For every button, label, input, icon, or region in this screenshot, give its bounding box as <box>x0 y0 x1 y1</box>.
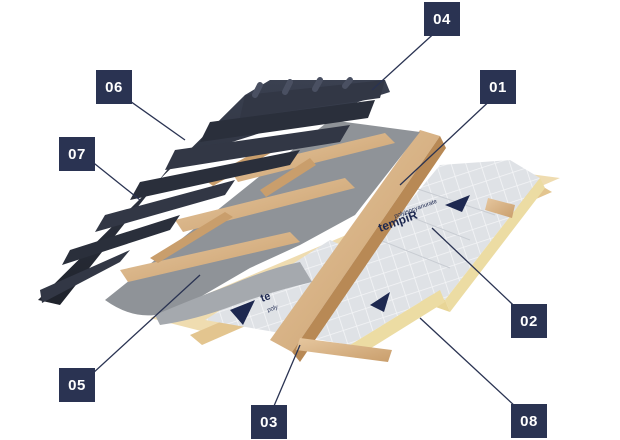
board-arrows <box>230 195 470 325</box>
callout-03: 03 <box>251 405 287 439</box>
callout-08: 08 <box>511 404 547 438</box>
board-brand-lower: te <box>259 290 272 305</box>
callout-label: 03 <box>260 413 278 431</box>
callout-06: 06 <box>96 70 132 104</box>
roof-tiles <box>38 77 390 305</box>
callout-05: 05 <box>59 368 95 402</box>
callout-07: 07 <box>59 137 95 171</box>
callout-label: 07 <box>68 145 86 163</box>
insulation-board-upper-edge <box>445 178 545 312</box>
counter-batten-bottom <box>296 198 515 362</box>
callout-label: 01 <box>489 78 507 96</box>
callout-01: 01 <box>480 70 516 104</box>
board-brand-lower-sub: poly <box>267 304 279 313</box>
leader-lines <box>79 27 531 421</box>
insulation-board-upper <box>355 160 540 300</box>
callout-label: 04 <box>433 10 451 28</box>
callout-label: 08 <box>520 412 538 430</box>
callout-label: 06 <box>105 78 123 96</box>
callout-label: 02 <box>520 312 538 330</box>
callout-02: 02 <box>511 304 547 338</box>
callout-04: 04 <box>424 2 460 36</box>
main-rafter <box>270 130 446 362</box>
callout-label: 05 <box>68 376 86 394</box>
